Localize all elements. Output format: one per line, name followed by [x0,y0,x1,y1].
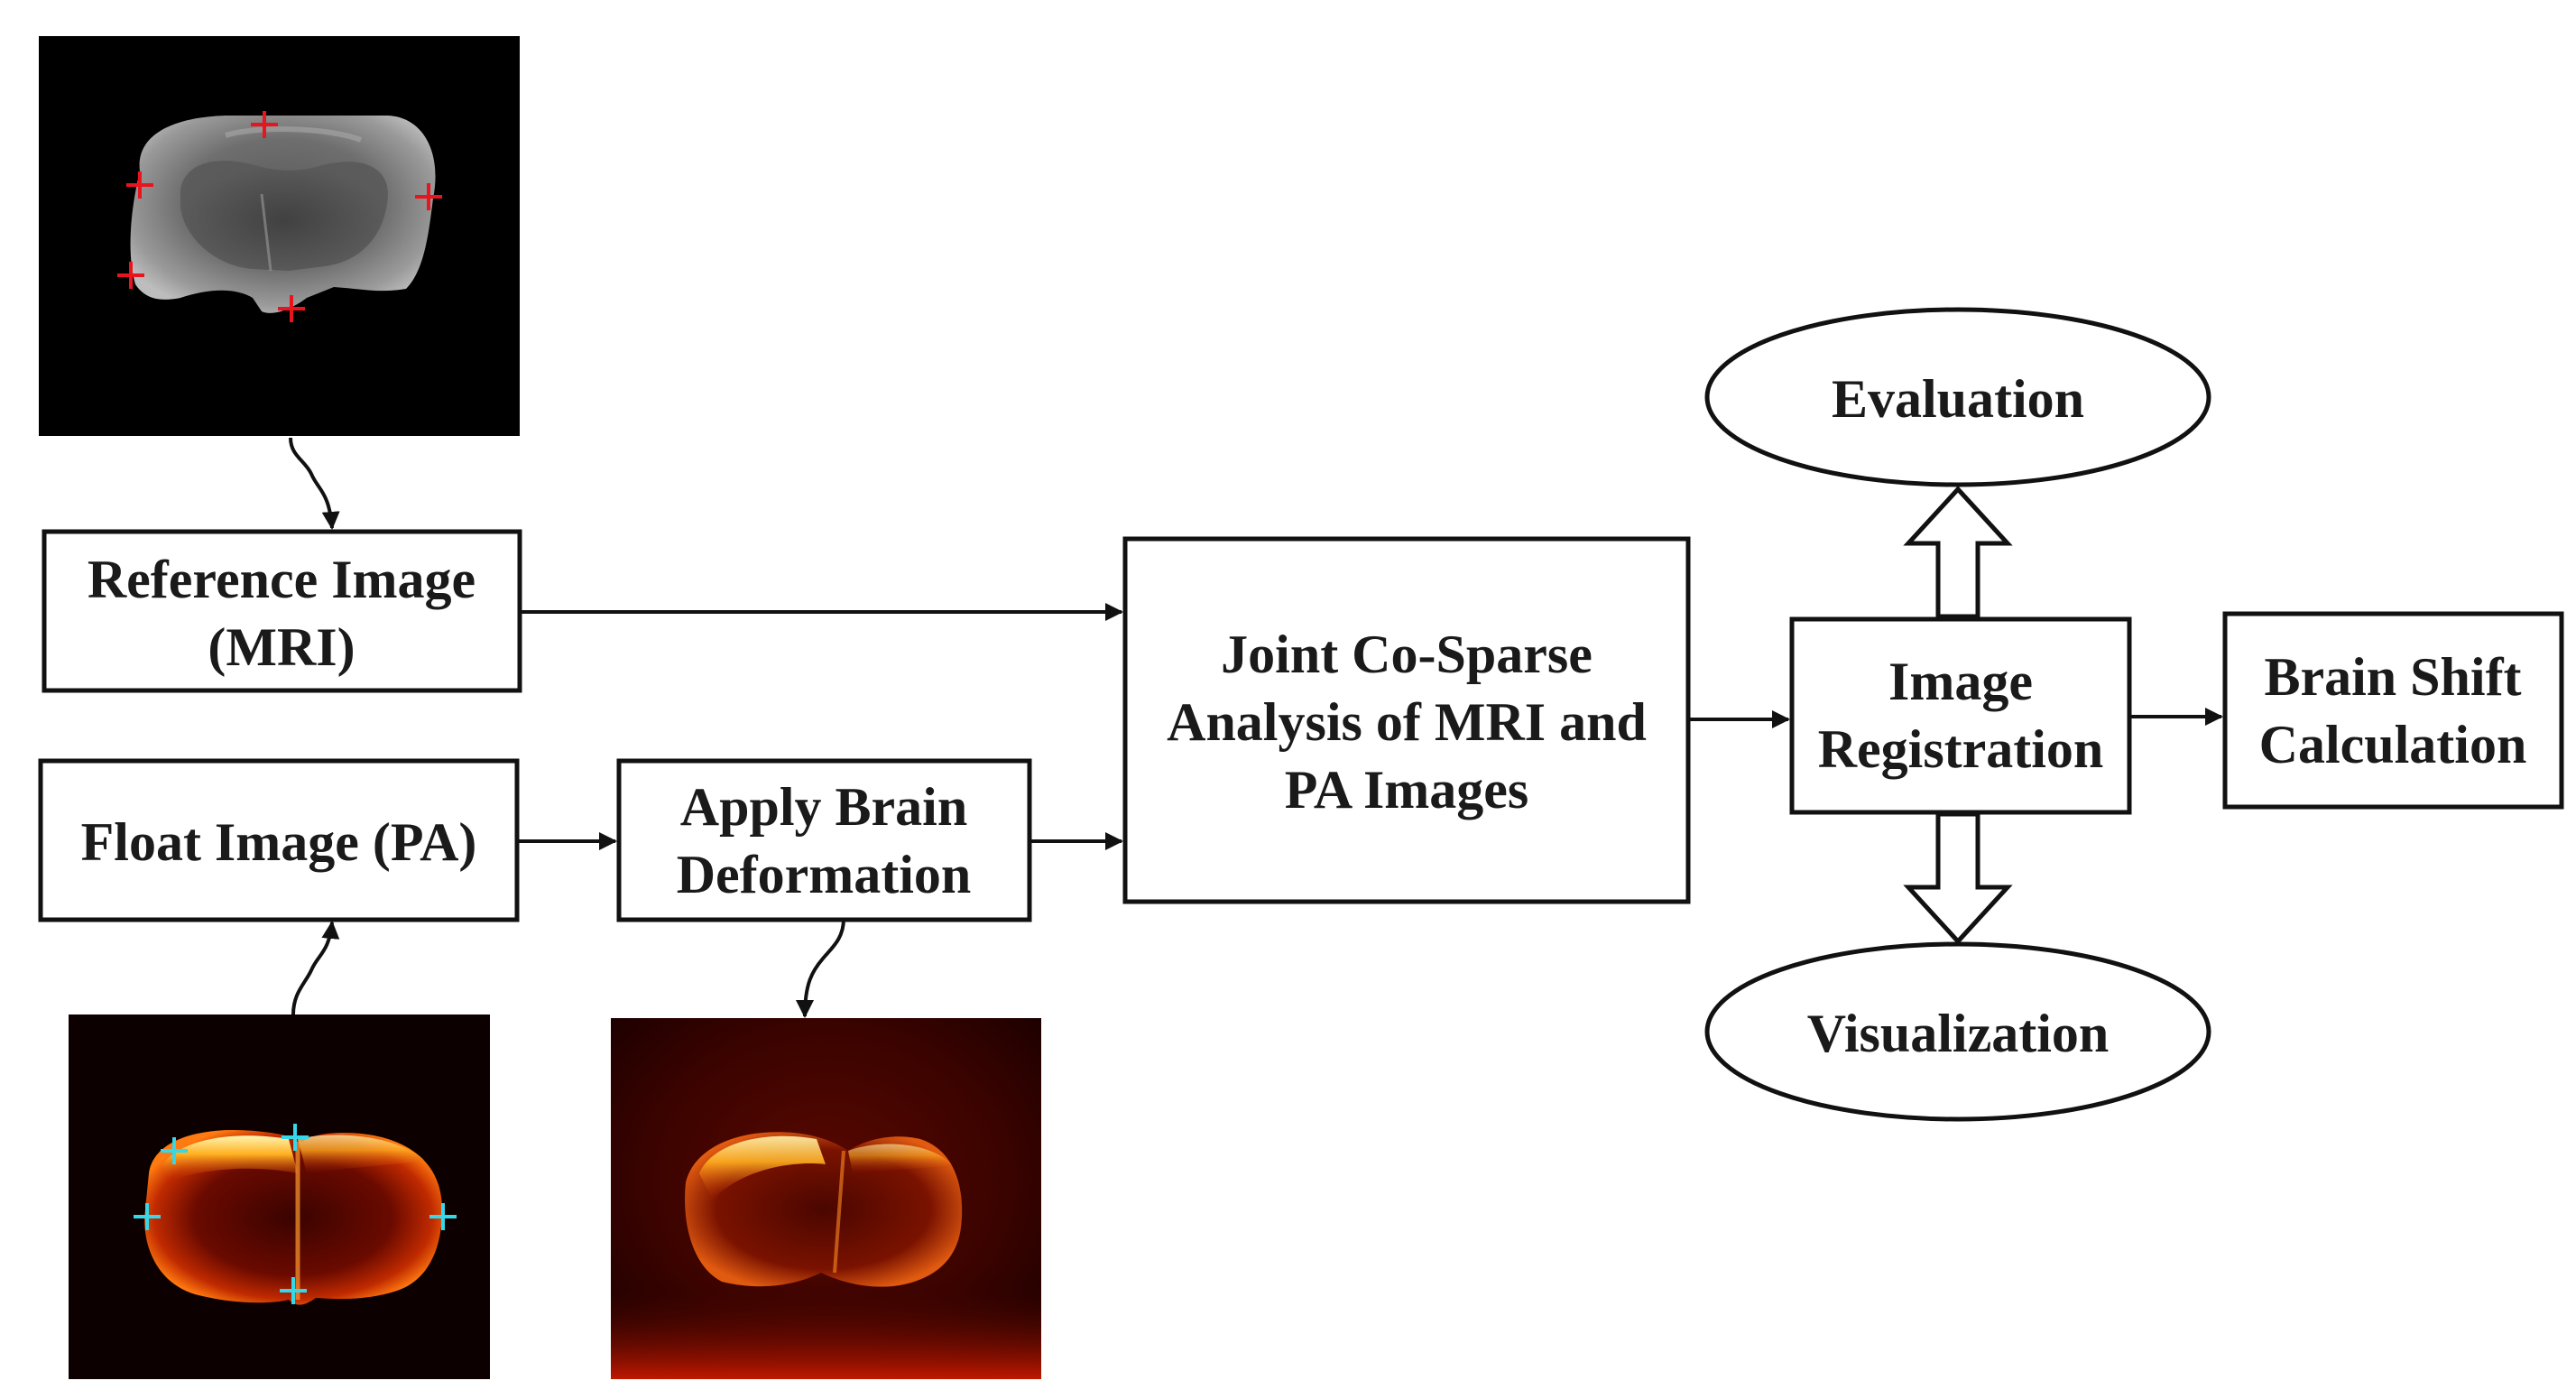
node-visualization: Visualization [1704,941,2211,1122]
node-joint-analysis: Joint Co-Sparse Analysis of MRI and PA I… [1122,536,1691,904]
node-evaluation: Evaluation [1704,307,2211,487]
mri-landmarks [117,111,442,322]
pa-landmarks [134,1124,457,1304]
apply-deformation-label-line2: Deformation [677,845,972,904]
deformed-pa-slice-image [611,1018,1041,1379]
node-image-registration: Image Registration [1789,616,2132,815]
float-image-label: Float Image (PA) [81,812,477,872]
evaluation-label: Evaluation [1832,369,2084,429]
joint-analysis-label-line2: Analysis of MRI and [1167,692,1647,752]
edge-deformation-to-image [796,918,845,1018]
reference-image-label-line1: Reference Image [88,550,475,609]
fat-arrow-to-evaluation [1903,486,2013,619]
visualization-label: Visualization [1807,1004,2109,1063]
node-reference-image: Reference Image (MRI) [42,529,522,693]
node-float-image: Float Image (PA) [38,758,520,922]
reference-image-label-line2: (MRI) [208,617,355,677]
pa-slice-image [69,1015,490,1379]
image-registration-label-line1: Image [1888,652,2033,711]
brain-shift-label-line2: Calculation [2259,715,2527,774]
joint-analysis-label-line1: Joint Co-Sparse [1221,625,1593,684]
mri-slice-image [39,36,520,436]
node-brain-shift: Brain Shift Calculation [2222,611,2564,810]
apply-deformation-label-line1: Apply Brain [680,777,967,837]
edge-pa-to-float [291,921,340,1015]
fat-arrow-to-visualization [1903,811,2013,945]
joint-analysis-label-line3: PA Images [1285,760,1529,820]
image-registration-label-line2: Registration [1818,719,2104,779]
node-apply-deformation: Apply Brain Deformation [616,758,1032,922]
brain-shift-label-line1: Brain Shift [2264,647,2521,707]
edge-mri-to-reference [289,437,340,530]
